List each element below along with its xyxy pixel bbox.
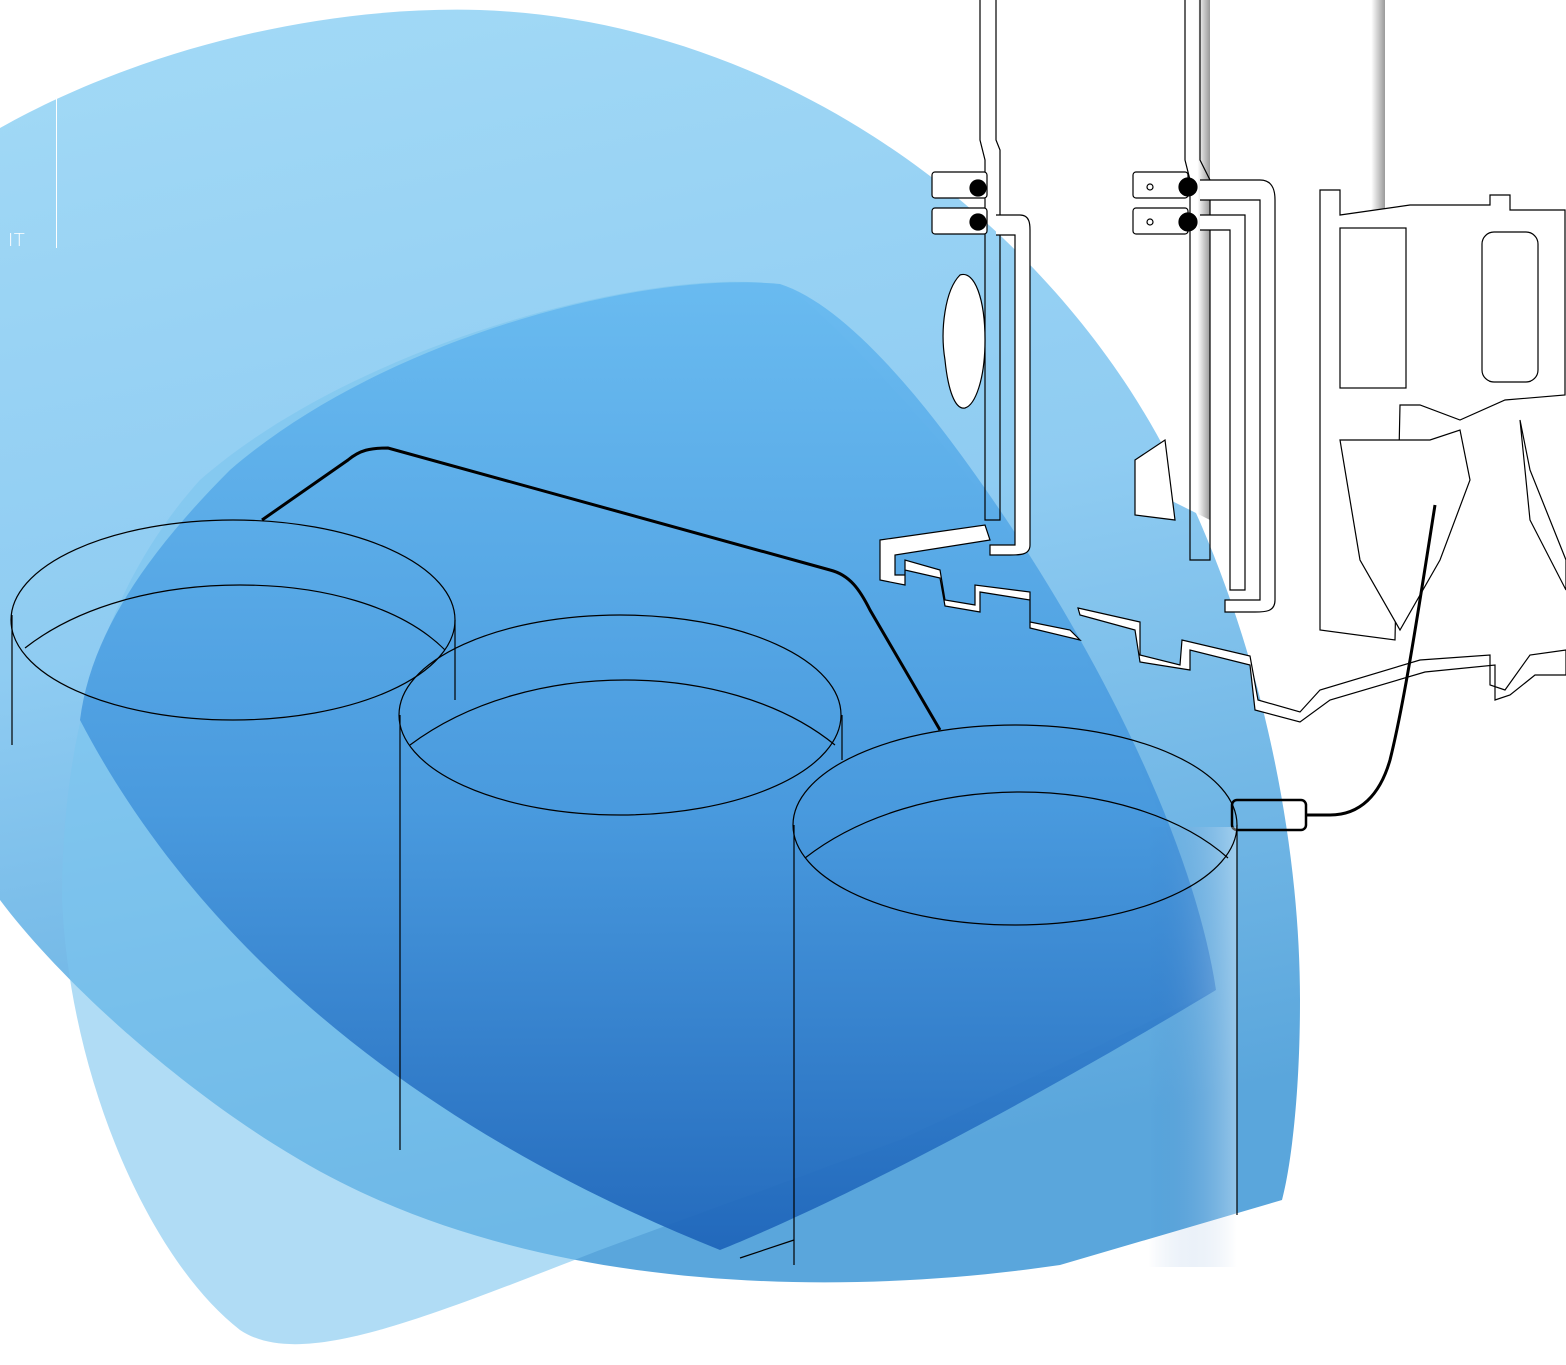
tank-icon: [10, 519, 1238, 1267]
language-divider: [56, 94, 57, 248]
hose-pipe-icon: [261, 446, 942, 731]
connector-icon: [1230, 798, 1308, 832]
language-label[interactable]: IT: [8, 230, 26, 251]
filling-machine-icon: [879, 0, 1566, 723]
connector-cable-icon: [1305, 504, 1437, 817]
